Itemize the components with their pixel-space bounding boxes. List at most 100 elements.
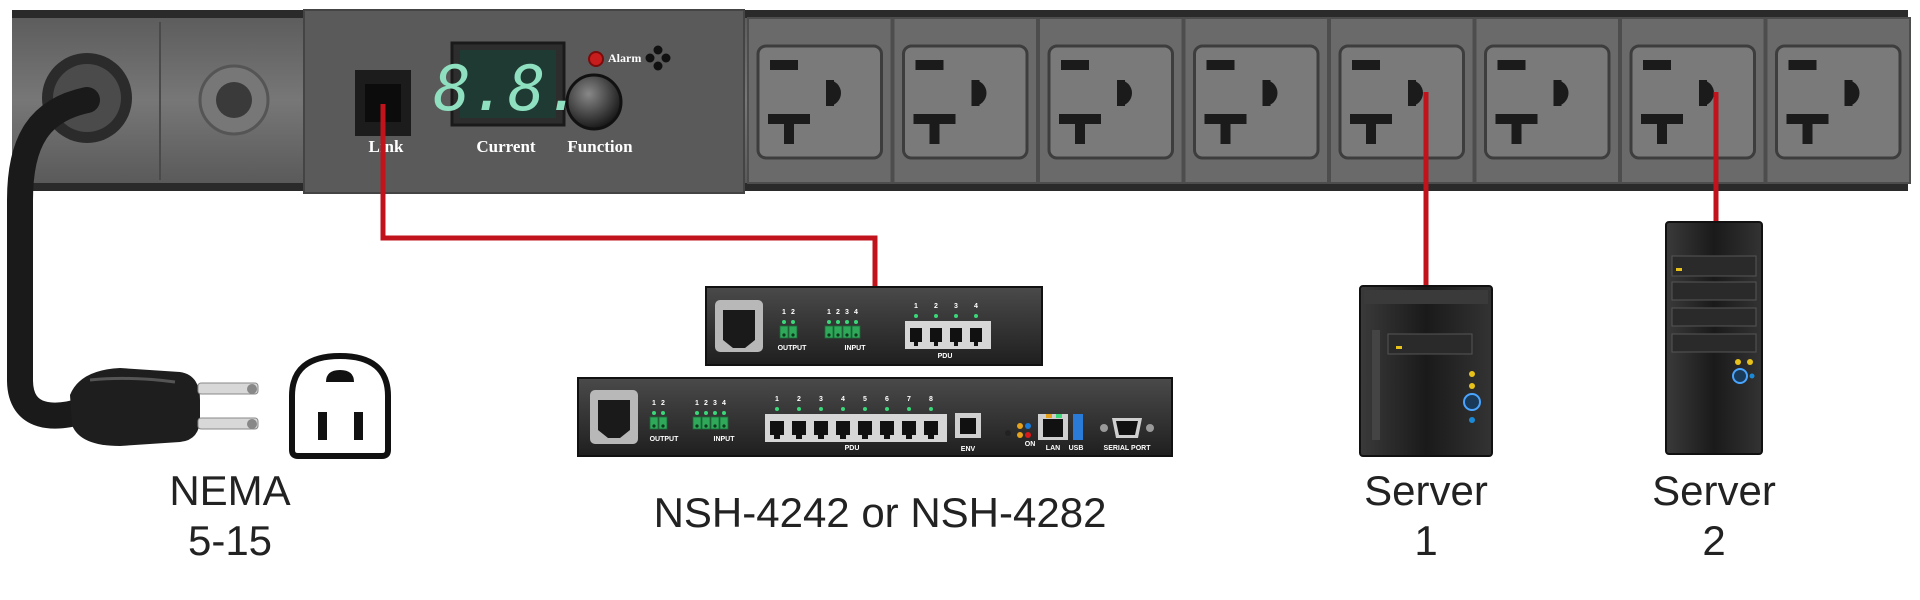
port-number: 5 bbox=[863, 396, 867, 403]
terminal-screw[interactable] bbox=[833, 325, 843, 339]
serial-port-label: SERIAL PORT bbox=[1104, 445, 1152, 452]
buzzer-icon bbox=[645, 45, 671, 71]
pdu-label: PDU bbox=[938, 353, 953, 360]
terminal-screw[interactable] bbox=[692, 416, 702, 430]
usb-port[interactable] bbox=[1073, 414, 1083, 440]
port-number: 3 bbox=[713, 400, 717, 407]
port-number: 3 bbox=[954, 303, 958, 310]
function-button[interactable] bbox=[565, 73, 623, 131]
terminal-screw[interactable] bbox=[710, 416, 720, 430]
outlet-receptacle bbox=[892, 17, 1038, 184]
status-leds bbox=[1005, 423, 1031, 438]
terminal-screw[interactable] bbox=[779, 325, 789, 339]
port-number: 2 bbox=[704, 400, 708, 407]
port-number: 2 bbox=[836, 309, 840, 316]
output-label: OUTPUT bbox=[778, 345, 808, 352]
server2-caption: Server 2 bbox=[1634, 466, 1794, 567]
terminal-screw[interactable] bbox=[788, 325, 798, 339]
link-cable bbox=[380, 104, 878, 289]
terminal-screw[interactable] bbox=[658, 416, 668, 430]
status-led bbox=[819, 407, 823, 411]
terminal-screw[interactable] bbox=[824, 325, 834, 339]
server1-caption: Server 1 bbox=[1346, 466, 1506, 567]
status-led bbox=[797, 407, 801, 411]
controller-caption: NSH-4242 or NSH-4282 bbox=[580, 488, 1180, 538]
rj45-port[interactable] bbox=[930, 328, 942, 346]
port-number: 8 bbox=[929, 396, 933, 403]
port-number: 1 bbox=[775, 396, 779, 403]
input-label: INPUT bbox=[845, 345, 867, 352]
status-led bbox=[775, 407, 779, 411]
rj45-port[interactable] bbox=[770, 421, 784, 439]
status-led bbox=[845, 320, 849, 324]
rj45-port[interactable] bbox=[814, 421, 828, 439]
port-number: 3 bbox=[845, 309, 849, 316]
terminal-screw[interactable] bbox=[851, 325, 861, 339]
server-2 bbox=[1665, 221, 1763, 455]
status-led bbox=[827, 320, 831, 324]
server2-caption-line2: 2 bbox=[1702, 517, 1726, 565]
outlet-receptacle bbox=[1329, 17, 1475, 184]
controller-caption-text: NSH-4242 or NSH-4282 bbox=[653, 489, 1107, 536]
port-number: 1 bbox=[914, 303, 918, 310]
status-led bbox=[854, 320, 858, 324]
rj45-port[interactable] bbox=[910, 328, 922, 346]
link-label: Link bbox=[369, 137, 405, 156]
rj45-port[interactable] bbox=[858, 421, 872, 439]
port-number: 4 bbox=[841, 396, 845, 403]
rj45-port[interactable] bbox=[902, 421, 916, 439]
alarm-label: Alarm bbox=[608, 51, 641, 65]
status-led bbox=[954, 314, 958, 318]
status-led bbox=[782, 320, 786, 324]
rj45-port[interactable] bbox=[792, 421, 806, 439]
outlet-receptacle bbox=[1765, 17, 1911, 184]
port-number: 2 bbox=[797, 396, 801, 403]
status-led bbox=[652, 411, 656, 415]
pdu-control-panel: Link 8.8. Current Alarm Function bbox=[303, 9, 745, 194]
port-number: 4 bbox=[854, 309, 858, 316]
server1-caption-line1: Server bbox=[1364, 467, 1488, 514]
serial-port[interactable] bbox=[1100, 418, 1154, 438]
rj45-port[interactable] bbox=[970, 328, 982, 346]
status-led bbox=[934, 314, 938, 318]
terminal-screw[interactable] bbox=[649, 416, 659, 430]
status-led bbox=[841, 407, 845, 411]
status-led bbox=[929, 407, 933, 411]
port-number: 4 bbox=[722, 400, 726, 407]
status-led bbox=[713, 411, 717, 415]
status-led bbox=[704, 411, 708, 415]
input-label: INPUT bbox=[714, 436, 736, 443]
rj45-port[interactable] bbox=[836, 421, 850, 439]
port-number: 1 bbox=[652, 400, 656, 407]
terminal-screw[interactable] bbox=[719, 416, 729, 430]
rj45-port[interactable] bbox=[880, 421, 894, 439]
port-number: 2 bbox=[791, 309, 795, 316]
cables bbox=[7, 87, 1719, 429]
terminal-screw[interactable] bbox=[842, 325, 852, 339]
power-inlet-c14 bbox=[590, 390, 638, 444]
env-port[interactable] bbox=[955, 413, 981, 438]
rj45-port[interactable] bbox=[924, 421, 938, 439]
status-led bbox=[661, 411, 665, 415]
pdu-label: PDU bbox=[845, 445, 860, 452]
port-number: 2 bbox=[661, 400, 665, 407]
rj45-port[interactable] bbox=[950, 328, 962, 346]
port-number: 2 bbox=[934, 303, 938, 310]
port-number: 3 bbox=[819, 396, 823, 403]
terminal-screw[interactable] bbox=[701, 416, 711, 430]
port-number: 1 bbox=[782, 309, 786, 316]
lan-port[interactable] bbox=[1038, 414, 1068, 440]
on-label: ON bbox=[1025, 441, 1036, 448]
plug-caption: NEMA 5-15 bbox=[160, 466, 300, 567]
server-1 bbox=[1359, 285, 1493, 457]
status-led bbox=[863, 407, 867, 411]
status-led bbox=[722, 411, 726, 415]
